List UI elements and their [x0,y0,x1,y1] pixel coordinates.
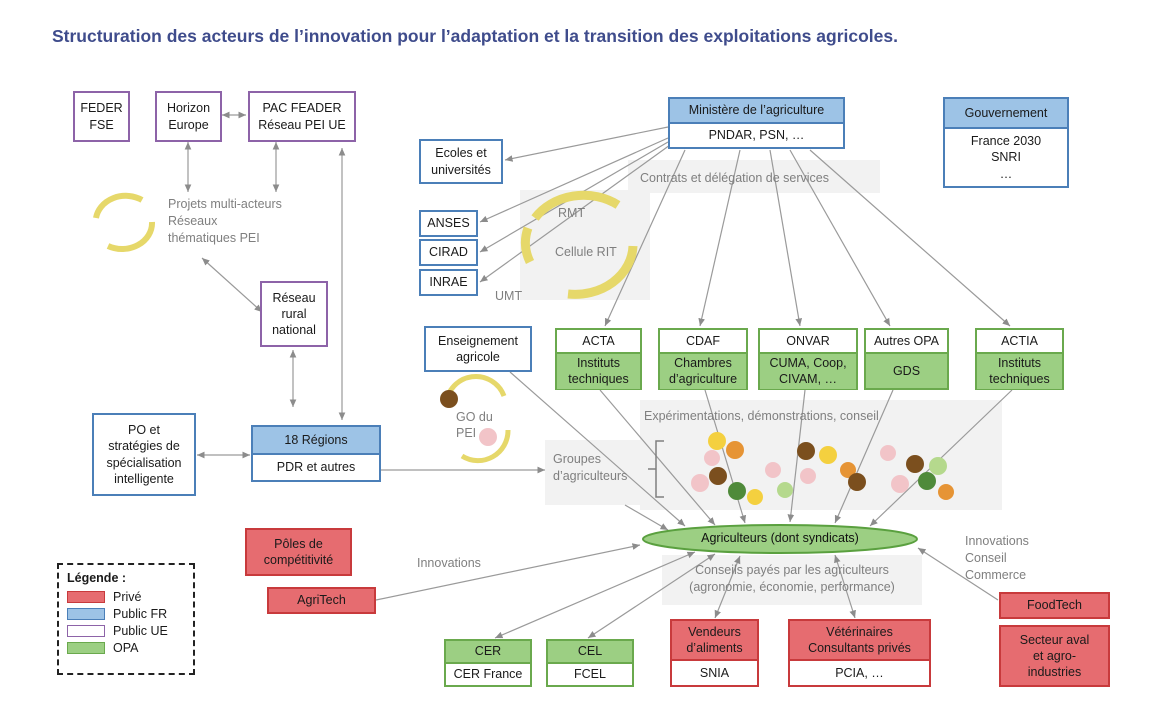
autres-opa-box: Autres OPA GDS [864,328,949,390]
arrow-min-anses [479,137,669,223]
conseils-label: Conseils payés par les agriculteurs(agro… [689,563,895,594]
cer-box: CER CER France [444,639,532,687]
arrow-agri-cer [494,551,696,639]
legend-item-opa: OPA [67,639,185,656]
cycle-rit [520,190,638,299]
regions-title: 18 Régions [253,427,379,453]
regions-box: 18 Régions PDR et autres [251,425,381,482]
legend-swatch-public-fr [67,607,105,620]
legend-swatch-opa [67,641,105,654]
diagram-title: Structuration des acteurs de l’innovatio… [52,26,898,46]
contrats-label: Contrats et délégation de services [640,171,829,185]
arrow-foodtech-agri [917,547,999,601]
contrats-band [628,160,880,193]
go-dot-pink [479,428,497,446]
arrow-agri-cel [587,553,716,639]
arrow-agritech-agri [375,543,641,601]
farmer-dots [691,432,954,505]
arrow-autres-agri [834,389,894,524]
regions-sub: PDR et autres [253,452,379,481]
arrow-min-onvar [769,149,803,327]
ministere-title: Ministère de l’agriculture [670,99,843,122]
arrow-onvar-agri [787,389,806,523]
arrow-min-inrae [479,144,671,283]
agritech-box: AgriTech [267,587,376,614]
arrow-agri-veto [834,554,856,619]
arrow-cdaf-agri [704,389,747,524]
umt-label: UMT [495,289,523,303]
cycle-projets [93,192,155,252]
arrow-enseignement-agri [509,371,686,527]
arrow-groupes-agri [624,504,669,531]
legend-item-public-ue: Public UE [67,622,185,639]
arrow-min-acta [604,149,686,327]
arrow-agri-vendeurs [714,555,741,619]
inrae-box: INRAE [419,269,478,296]
groupes-bracket [648,440,664,498]
legend-title: Légende : [67,571,127,585]
innovations-left-label: Innovations [417,556,481,570]
arrow-min-actia [809,149,1011,327]
onvar-box: ONVAR CUMA, Coop,CIVAM, … [758,328,858,390]
legend-swatch-prive [67,590,105,603]
foodtech-box: FoodTech [999,592,1110,619]
arrow-min-cdaf [698,149,741,327]
arrow-min-ecoles [504,126,669,162]
legend-swatch-public-ue [67,624,105,637]
ministere-sub: PNDAR, PSN, … [670,122,843,147]
cel-box: CEL FCEL [546,639,634,687]
rmt-label: RMT [558,206,586,220]
cellule-rit-label: Cellule RIT [555,245,617,259]
arrow-min-autres [789,149,891,327]
gouvernement-title: Gouvernement [945,99,1067,127]
anses-box: ANSES [419,210,478,237]
cirad-box: CIRAD [419,239,478,266]
legend-item-prive: Privé [67,588,185,605]
legend-item-public-fr: Public FR [67,605,185,622]
agriculteurs-label: Agriculteurs (dont syndicats) [701,531,859,545]
agriculteurs-ellipse [642,524,918,554]
arrow-projets-reseau [201,257,263,313]
go-dot-brown [440,390,458,408]
ministere-box: Ministère de l’agriculture PNDAR, PSN, … [668,97,845,149]
legend: Légende : Privé Public FR Public UE OPA [57,563,195,675]
arrow-acta-agri [599,389,716,526]
experimentations-label: Expérimentations, démonstrations, consei… [644,409,879,423]
